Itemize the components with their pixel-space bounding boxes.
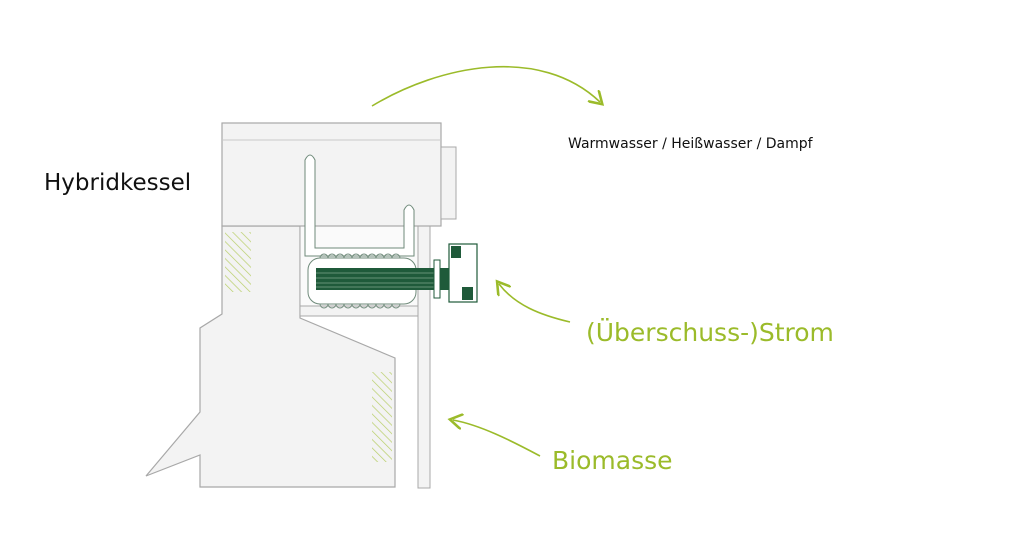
power-label: (Überschuss-)Strom	[586, 318, 834, 347]
biomass-label: Biomasse	[552, 446, 673, 475]
chamber-shelf	[299, 305, 419, 317]
electric-heating-element	[316, 243, 478, 303]
output-arrow	[371, 66, 600, 107]
output-label: Warmwasser / Heißwasser / Dampf	[568, 136, 813, 152]
pipe-loop	[304, 154, 415, 257]
tank-side-flange	[440, 146, 457, 220]
hatching-left	[225, 232, 251, 292]
support-column	[417, 225, 431, 489]
power-arrow	[499, 284, 571, 323]
diagram-title: Hybridkessel	[44, 170, 192, 196]
hatching-right	[372, 372, 392, 462]
biomass-arrow	[453, 420, 541, 457]
